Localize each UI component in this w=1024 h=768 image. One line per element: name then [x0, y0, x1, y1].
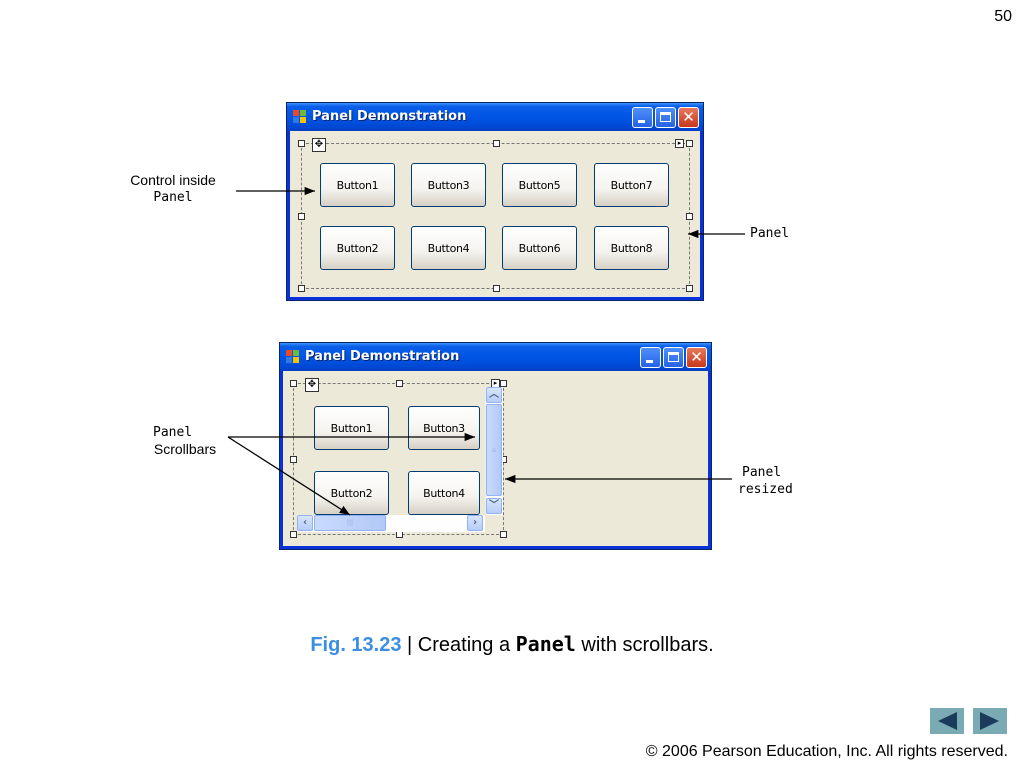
triangle-left-icon: [938, 712, 957, 730]
button1[interactable]: Button1: [314, 406, 389, 450]
panel[interactable]: ✥ ▸ Button1 Button3 Button5 Button7 Butt…: [298, 138, 693, 292]
resize-handle[interactable]: [396, 380, 403, 387]
resize-handle[interactable]: [686, 285, 693, 292]
title-bar[interactable]: Panel Demonstration ✕: [280, 343, 711, 371]
button4[interactable]: Button4: [411, 226, 486, 270]
chevron-right-icon: ›: [472, 517, 478, 528]
app-icon: [286, 350, 300, 364]
button4[interactable]: Button4: [408, 471, 480, 515]
resize-handle[interactable]: [500, 380, 507, 387]
button6[interactable]: Button6: [502, 226, 577, 270]
button7[interactable]: Button7: [594, 163, 669, 207]
resize-handle[interactable]: [290, 380, 297, 387]
annotation-control-inside: Control inside Panel: [114, 172, 232, 206]
figure-number: Fig. 13.23: [310, 634, 402, 656]
maximize-icon: [660, 112, 671, 122]
annotation-scrollbars-code: Panel: [153, 425, 193, 440]
button1[interactable]: Button1: [320, 163, 395, 207]
resize-handle[interactable]: [686, 140, 693, 147]
annotation-control-inside-code: Panel: [153, 190, 193, 205]
button3[interactable]: Button3: [411, 163, 486, 207]
annotation-panel: Panel: [750, 226, 790, 241]
caption-text-before: | Creating a: [401, 634, 516, 656]
title-bar[interactable]: Panel Demonstration ✕: [287, 103, 703, 131]
close-icon: ✕: [682, 108, 695, 126]
resize-handle[interactable]: [290, 456, 297, 463]
vertical-scroll-thumb[interactable]: ≡: [486, 404, 502, 496]
minimize-button[interactable]: [640, 347, 661, 368]
triangle-right-icon: [980, 712, 999, 730]
maximize-icon: [668, 352, 679, 362]
window-panel-demo-top: Panel Demonstration ✕ ✥ ▸ Button1 Button…: [286, 102, 704, 301]
horizontal-scroll-thumb[interactable]: |||: [314, 515, 386, 531]
move-icon[interactable]: ✥: [312, 138, 326, 152]
app-icon: [293, 110, 307, 124]
horizontal-scrollbar[interactable]: ‹ ||| ›: [297, 515, 485, 532]
maximize-button[interactable]: [655, 107, 676, 128]
resize-handle[interactable]: [686, 213, 693, 220]
form-client-area: ✥ ▸ Button1 Button3 Button5 Button7 Butt…: [290, 131, 700, 297]
annotation-control-inside-text: Control inside: [130, 172, 216, 188]
smart-tag-icon[interactable]: ▸: [675, 139, 684, 148]
resize-handle[interactable]: [298, 285, 305, 292]
chevron-down-icon: ﹀: [489, 500, 499, 511]
scroll-down-button[interactable]: ﹀: [486, 498, 502, 514]
resize-handle[interactable]: [493, 140, 500, 147]
window-panel-demo-bottom: Panel Demonstration ✕ ✥ ▸ Button1 Button…: [279, 342, 712, 550]
resize-handle[interactable]: [298, 213, 305, 220]
scroll-right-button[interactable]: ›: [467, 515, 483, 531]
resize-handle[interactable]: [298, 140, 305, 147]
button5[interactable]: Button5: [502, 163, 577, 207]
form-client-area: ✥ ▸ Button1 Button3 Button2 Button4 ︿ ≡ …: [283, 371, 708, 546]
arrow-scrollbar-horizontal: [227, 436, 351, 516]
button8[interactable]: Button8: [594, 226, 669, 270]
annotation-scrollbars: Panel Scrollbars: [140, 424, 230, 458]
annotation-resized-code: Panel: [742, 465, 782, 480]
button2[interactable]: Button2: [320, 226, 395, 270]
chevron-up-icon: ︿: [489, 389, 499, 400]
prev-slide-button[interactable]: [930, 708, 964, 734]
next-slide-button[interactable]: [973, 708, 1007, 734]
vertical-scrollbar[interactable]: ︿ ≡ ﹀: [485, 387, 503, 515]
close-icon: ✕: [690, 348, 703, 366]
slide-number: 50: [994, 8, 1012, 25]
copyright-footer: © 2006 Pearson Education, Inc. All right…: [645, 743, 1008, 760]
button2[interactable]: Button2: [314, 471, 389, 515]
figure-caption: Fig. 13.23 | Creating a Panel with scrol…: [0, 632, 1024, 657]
move-icon[interactable]: ✥: [305, 378, 319, 392]
annotation-scrollbars-text: Scrollbars: [153, 441, 217, 457]
caption-code: Panel: [515, 632, 576, 656]
scroll-up-button[interactable]: ︿: [486, 387, 502, 403]
close-button[interactable]: ✕: [678, 107, 699, 128]
minimize-icon: [638, 120, 645, 123]
scroll-left-button[interactable]: ‹: [297, 515, 313, 531]
window-title: Panel Demonstration: [312, 109, 467, 124]
panel-resized[interactable]: ✥ ▸ Button1 Button3 Button2 Button4 ︿ ≡ …: [290, 378, 507, 538]
resize-handle[interactable]: [290, 531, 297, 538]
close-button[interactable]: ✕: [686, 347, 707, 368]
resize-handle[interactable]: [500, 531, 507, 538]
annotation-panel-resized: Panel resized: [738, 464, 793, 498]
annotation-resized-text: resized: [738, 482, 793, 497]
resize-handle[interactable]: [493, 285, 500, 292]
minimize-icon: [646, 360, 653, 363]
caption-text-after: with scrollbars.: [575, 634, 714, 656]
button3[interactable]: Button3: [408, 406, 480, 450]
window-title: Panel Demonstration: [305, 349, 460, 364]
maximize-button[interactable]: [663, 347, 684, 368]
minimize-button[interactable]: [632, 107, 653, 128]
chevron-left-icon: ‹: [302, 517, 308, 528]
